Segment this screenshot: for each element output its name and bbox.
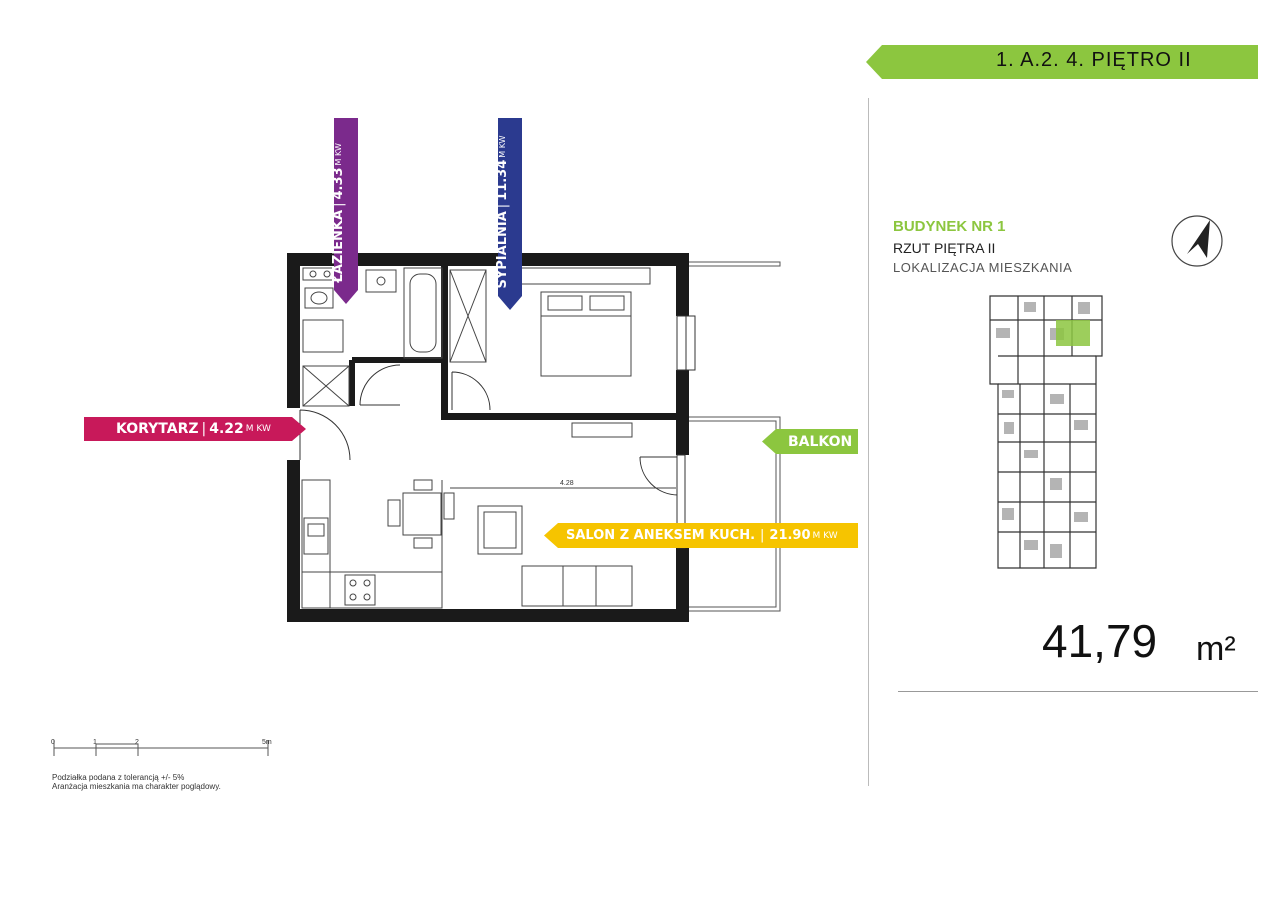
compass-icon (1171, 215, 1223, 267)
outer-walls (287, 253, 689, 622)
scale-tick-0: 0 (51, 739, 55, 746)
tag-balkon-shape (762, 429, 858, 454)
tag-korytarz-shape (84, 417, 306, 441)
floor-label: RZUT PIĘTRA II (893, 240, 996, 256)
tag-sypialnia-shape (498, 118, 522, 310)
korytarz-unit: M KW (245, 424, 271, 434)
location-label: LOKALIZACJA MIESZKANIA (893, 260, 1073, 275)
dimension-label: 4.28 (560, 480, 574, 487)
area-unit: m² (1196, 630, 1236, 668)
tag-balkon: BALKON (762, 429, 858, 454)
salon-area: 21.90 (769, 528, 811, 543)
lazienka-unit: M KW (334, 143, 343, 166)
balkon-name: BALKON (788, 433, 853, 450)
tag-lazienka-shape (334, 118, 358, 304)
sypialnia-name: SYPIALNIA (495, 211, 510, 289)
salon-name: SALON Z ANEKSEM KUCH. (566, 528, 756, 543)
balcony-lines (689, 261, 781, 612)
tag-salon-shape (544, 523, 858, 548)
korytarz-area: 4.22 (209, 421, 244, 437)
scale-tick-2: 2 (135, 739, 139, 746)
scale-bar (53, 740, 269, 756)
lazienka-name: ŁAZIENKA (331, 209, 346, 283)
bathroom-fixtures (302, 267, 487, 407)
doors (299, 364, 679, 496)
area-value: 41,79 (1042, 615, 1158, 667)
unit-banner-shape (866, 45, 1258, 79)
bedroom-furniture (519, 267, 651, 377)
scale-tick-1: 1 (93, 739, 97, 746)
floor-plan: 4.28 0 1 2 5m (51, 253, 781, 756)
korytarz-name: KORYTARZ (116, 421, 199, 437)
salon-unit: M KW (812, 530, 838, 541)
sypialnia-area: 11.34 (495, 159, 510, 201)
lazienka-area: 4.33 (331, 167, 346, 200)
apartment-highlight (1056, 320, 1090, 346)
scale-tick-5: 5m (262, 739, 272, 746)
note-tolerance: Podziałka podana z tolerancją +/- 5% (52, 773, 185, 782)
area-rule (898, 691, 1258, 692)
panel-divider (868, 98, 869, 786)
building-title: BUDYNEK NR 1 (893, 218, 1006, 235)
note-arrangement: Aranżacja mieszkania ma charakter pogląd… (52, 782, 221, 791)
sypialnia-unit: M KW (498, 135, 507, 158)
inner-walls (349, 264, 677, 420)
building-location-map (989, 295, 1103, 569)
unit-banner: 1. A.2. 4. PIĘTRO II (866, 45, 1258, 79)
windows (676, 315, 696, 549)
unit-code: 1. A.2. 4. PIĘTRO II (996, 49, 1192, 71)
living-furniture (301, 422, 676, 609)
